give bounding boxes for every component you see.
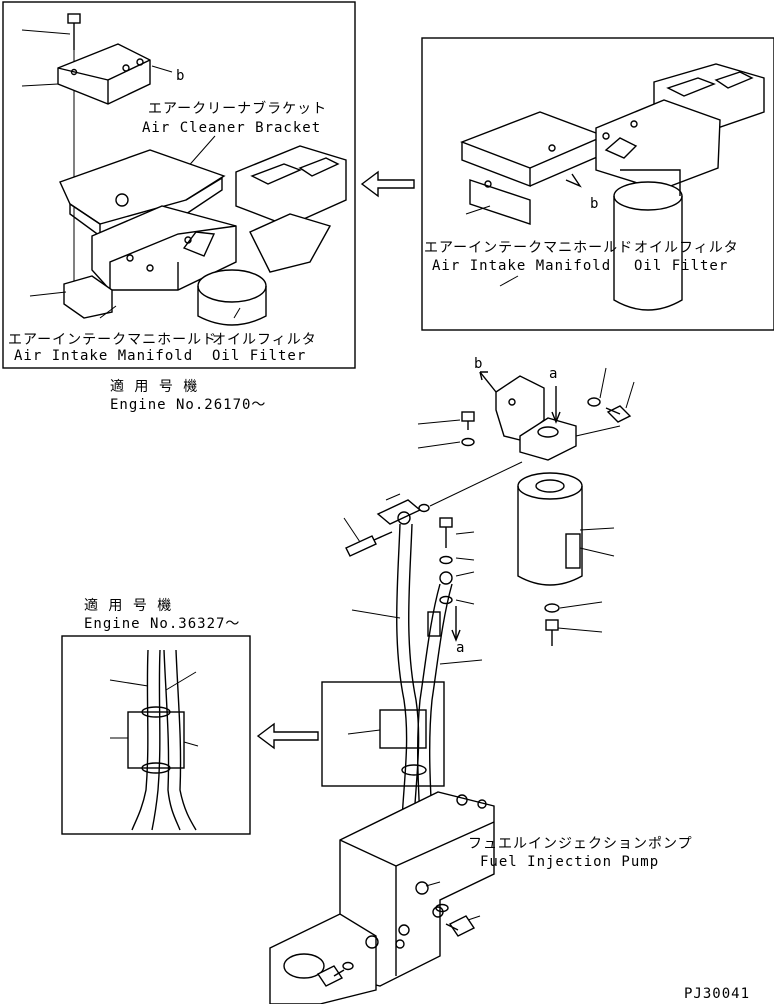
filter-label-jp-right: オイルフィルタ [634, 240, 739, 256]
bracket-label-en: Air Cleaner Bracket [142, 120, 321, 136]
bracket-small [21, 43, 151, 105]
inset-clamp-detail [61, 635, 251, 835]
bolt [21, 13, 81, 50]
clamp-detail-box [321, 681, 445, 787]
serial-label-en-bottom: Engine No.36327～ [84, 616, 240, 632]
filter-label-en-right: Oil Filter [634, 258, 728, 274]
filter-head-bracket: b a [474, 356, 621, 461]
serial-label-jp-bottom: 適 用 号 機 [84, 597, 172, 614]
manifold-label-jp: エアーインテークマニホールド [8, 332, 217, 348]
bracket-label-jp: エアークリーナブラケット [148, 100, 327, 117]
inset-manifold-filter: b エアーインテークマニホールド Air Intake Manifold オイル… [421, 37, 774, 331]
callout-b-main: b [474, 356, 483, 372]
oil-filter-right [613, 169, 683, 311]
callout-a-top: a [549, 366, 558, 382]
pump-label-jp: フュエルインジェクションポンプ [468, 836, 693, 852]
drawing-code: PJ30041 [684, 986, 750, 1002]
clamp-inset [127, 711, 185, 769]
bolt-washer-middle: a [439, 517, 475, 656]
serial-label-en-top: Engine No.26170～ [110, 397, 266, 413]
mount-foot [63, 275, 113, 319]
inset-frame [2, 1, 356, 369]
fuel-injection-pump [269, 791, 495, 1004]
filter-label-en: Oil Filter [212, 348, 306, 364]
arrow-b [565, 173, 582, 188]
washer-bolt-top [587, 367, 635, 423]
oil-filter [197, 269, 267, 326]
transition-arrow-left [360, 170, 415, 198]
manifold-label-en-right: Air Intake Manifold [432, 258, 611, 274]
callout-a-bottom: a [456, 640, 465, 656]
inset-frame [421, 37, 774, 331]
inset-air-cleaner-bracket: b エアークリーナブラケット Air Cleaner Bracket [2, 1, 356, 369]
filter-label-jp: オイルフィルタ [212, 332, 317, 348]
pump-label-en: Fuel Injection Pump [480, 854, 659, 870]
oil-filter-cartridge [517, 472, 615, 646]
pipe-connector [343, 461, 523, 557]
clamp [379, 709, 427, 749]
callout-b-right: b [590, 196, 599, 212]
manifold-label-jp-right: エアーインテークマニホールド [424, 240, 633, 256]
callout-b: b [176, 68, 185, 84]
bolt-washer-left [417, 411, 475, 449]
air-intake-manifold [91, 145, 347, 291]
transition-arrow-bottom [256, 722, 319, 750]
arrow-b-main [479, 371, 497, 393]
manifold-label-en: Air Intake Manifold [14, 348, 193, 364]
serial-label-jp-top: 適 用 号 機 [110, 378, 198, 395]
inset-frame [61, 635, 251, 835]
